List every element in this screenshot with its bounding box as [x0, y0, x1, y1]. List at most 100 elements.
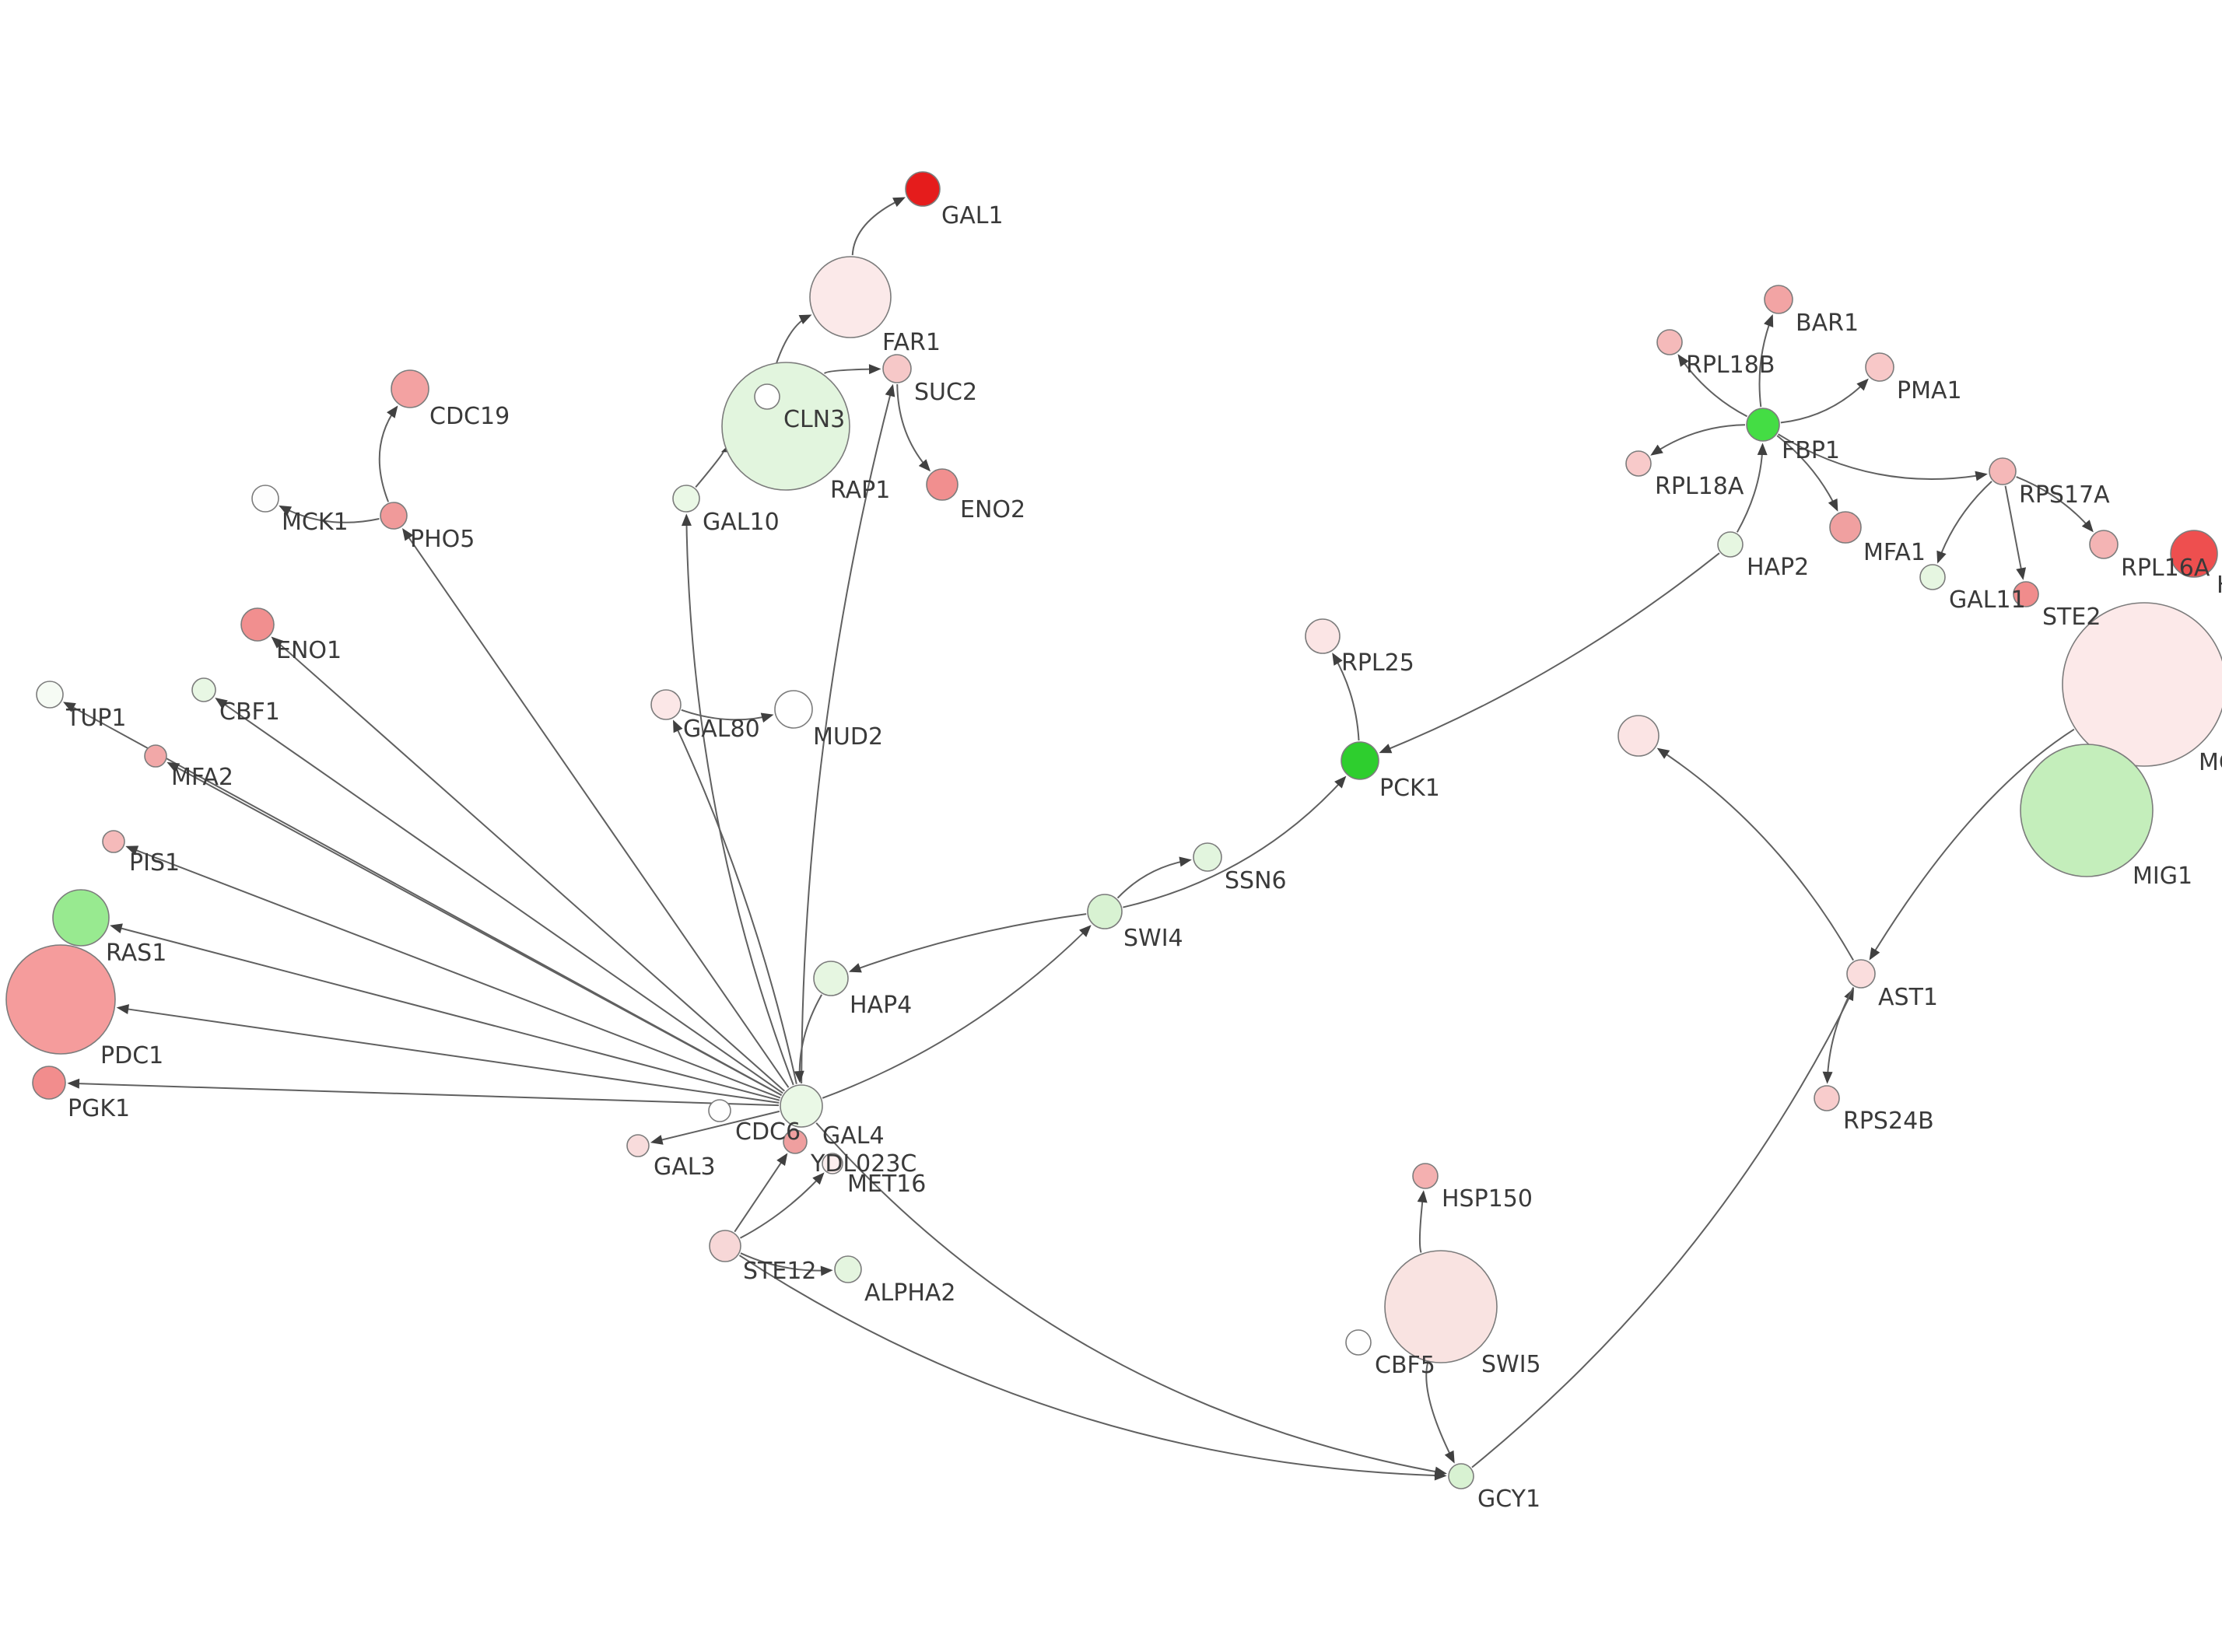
node-alpha2[interactable]: [834, 1255, 862, 1283]
node-pck1[interactable]: [1341, 741, 1379, 780]
node-ast1[interactable]: [1846, 959, 1876, 989]
node-mfa2[interactable]: [144, 744, 167, 768]
edge-rps17a-ste2[interactable]: [2004, 485, 2027, 580]
edge-rps17a-rpl16a[interactable]: [2016, 476, 2094, 533]
node-rpl16a[interactable]: [2089, 530, 2119, 559]
node-swi4[interactable]: [1087, 894, 1123, 929]
node-cdc19[interactable]: [391, 369, 429, 408]
edge-hap4-gal4[interactable]: [794, 994, 823, 1083]
node-hap2[interactable]: [1717, 531, 1744, 558]
edge-gcy1-ast1[interactable]: [1471, 988, 1854, 1468]
edge-gal4-eno1[interactable]: [271, 636, 785, 1092]
edge-gal10-rap1[interactable]: [695, 443, 734, 488]
node-swi5[interactable]: [1384, 1250, 1498, 1363]
node-cbf5[interactable]: [1345, 1329, 1372, 1356]
edge-ast1-unk1[interactable]: [1656, 747, 1854, 961]
edge-pho5-mck1[interactable]: [279, 505, 380, 523]
edge-ste12-met16[interactable]: [740, 1172, 825, 1239]
edge-gal4-pdc1[interactable]: [116, 1004, 780, 1104]
node-gal80[interactable]: [650, 689, 682, 720]
node-unlabeled-unk1[interactable]: [1617, 715, 1659, 757]
node-ydl023c[interactable]: [783, 1129, 808, 1154]
edge-mcm1-ast1[interactable]: [1869, 728, 2075, 961]
edge-gal4-cbf1[interactable]: [215, 697, 783, 1094]
edge-ste12-ydl023c[interactable]: [734, 1153, 788, 1233]
node-rpl25[interactable]: [1305, 618, 1341, 654]
edge-rps17a-gal11[interactable]: [1936, 481, 1992, 564]
edge-gal4-gal80[interactable]: [673, 719, 797, 1084]
edge-rap1-suc2[interactable]: [823, 364, 881, 375]
node-gal11[interactable]: [1919, 564, 1946, 590]
edge-gal4-pis1[interactable]: [125, 845, 781, 1099]
node-his4[interactable]: [2170, 530, 2218, 578]
edge-gal4-gal3[interactable]: [650, 1110, 780, 1145]
edge-swi4-hap4[interactable]: [848, 913, 1087, 973]
node-mcm1[interactable]: [2062, 602, 2222, 767]
edge-suc2-eno2[interactable]: [896, 383, 931, 472]
node-pis1[interactable]: [102, 830, 125, 853]
edge-swi4-pck1[interactable]: [1123, 775, 1347, 908]
node-pho5[interactable]: [380, 502, 408, 530]
node-rap1[interactable]: [721, 362, 850, 491]
edge-far1-gal1[interactable]: [851, 197, 906, 256]
node-tup1[interactable]: [36, 681, 64, 709]
node-rps24b[interactable]: [1814, 1085, 1840, 1111]
edge-hap2-fbp1[interactable]: [1736, 443, 1768, 533]
node-ste2[interactable]: [2013, 581, 2039, 607]
node-pgk1[interactable]: [32, 1066, 66, 1100]
node-cdc6[interactable]: [708, 1099, 731, 1122]
edge-pho5-cdc19[interactable]: [378, 405, 398, 502]
node-met16[interactable]: [822, 1153, 843, 1174]
edge-gal4-gcy1[interactable]: [815, 1122, 1447, 1477]
edge-fbp1-mfa1[interactable]: [1776, 435, 1838, 512]
edge-ste12-alpha2[interactable]: [740, 1252, 833, 1276]
edge-fbp1-pma1[interactable]: [1780, 378, 1869, 424]
edge-gal80-mud2[interactable]: [681, 709, 774, 723]
node-pdc1[interactable]: [5, 944, 116, 1055]
node-fbp1[interactable]: [1746, 408, 1780, 442]
node-mck1[interactable]: [251, 485, 279, 513]
node-gal4[interactable]: [780, 1084, 823, 1128]
node-gal1[interactable]: [905, 171, 941, 207]
node-mig1[interactable]: [2020, 744, 2154, 877]
node-hap4[interactable]: [813, 961, 849, 996]
edge-gal4-swi4[interactable]: [822, 925, 1092, 1099]
edge-gal4-mfa2[interactable]: [166, 761, 782, 1097]
edge-ast1-rps24b[interactable]: [1822, 987, 1855, 1084]
node-far1[interactable]: [809, 256, 892, 338]
node-cln3[interactable]: [754, 383, 780, 410]
node-rpl18b[interactable]: [1656, 329, 1683, 355]
node-ste12[interactable]: [709, 1230, 741, 1262]
edge-gal4-suc2[interactable]: [801, 383, 895, 1084]
node-ras1[interactable]: [52, 889, 110, 947]
node-cbf1[interactable]: [191, 677, 216, 702]
edge-swi4-ssn6[interactable]: [1116, 856, 1192, 899]
node-mfa1[interactable]: [1829, 511, 1862, 544]
node-bar1[interactable]: [1764, 285, 1793, 314]
edge-gal4-gal10[interactable]: [681, 513, 794, 1086]
node-ssn6[interactable]: [1193, 842, 1222, 872]
node-gcy1[interactable]: [1448, 1463, 1474, 1489]
node-rps17a[interactable]: [1989, 457, 2017, 485]
node-rpl18a[interactable]: [1625, 450, 1652, 477]
node-hsp150[interactable]: [1412, 1163, 1439, 1189]
edge-gal4-ras1[interactable]: [110, 923, 780, 1101]
edge-swi5-gcy1[interactable]: [1425, 1362, 1455, 1464]
node-mud2[interactable]: [774, 690, 813, 729]
edge-ste12-gcy1[interactable]: [738, 1255, 1447, 1481]
edge-swi5-hsp150[interactable]: [1417, 1190, 1428, 1253]
edge-gal4-pgk1[interactable]: [67, 1078, 780, 1107]
edge-fbp1-bar1[interactable]: [1758, 314, 1774, 408]
node-eno1[interactable]: [240, 607, 275, 642]
edge-fbp1-rps17a[interactable]: [1777, 433, 1988, 481]
node-gal3[interactable]: [626, 1134, 650, 1157]
edge-hap2-pck1[interactable]: [1379, 552, 1720, 754]
edge-fbp1-rpl18a[interactable]: [1650, 424, 1746, 456]
edge-fbp1-rpl18b[interactable]: [1677, 354, 1748, 418]
edge-gal4-pho5[interactable]: [402, 527, 790, 1088]
node-gal10[interactable]: [672, 485, 700, 513]
node-eno2[interactable]: [926, 468, 959, 501]
edge-pck1-rpl25[interactable]: [1332, 653, 1360, 741]
node-suc2[interactable]: [882, 354, 912, 383]
